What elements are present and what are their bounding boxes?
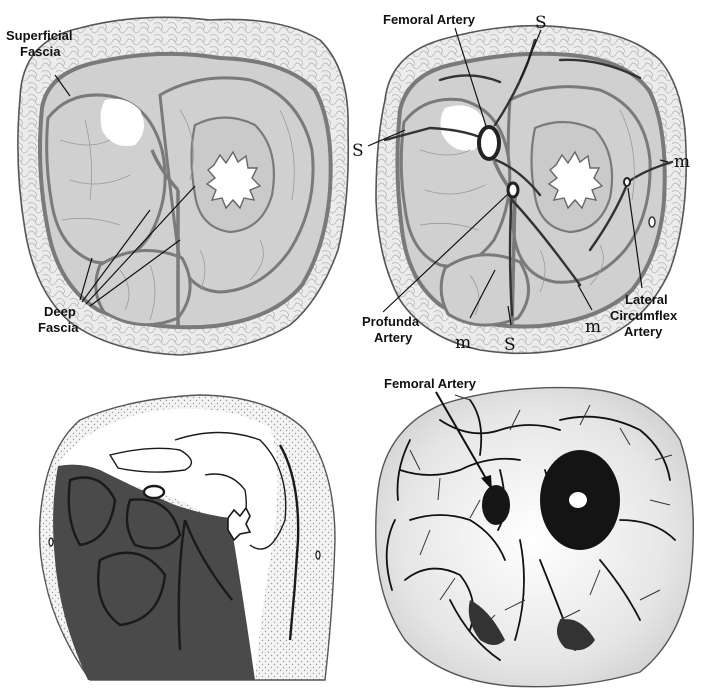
superficial-label-s-left: S: [352, 141, 364, 161]
femur-marrow-highlight: [569, 492, 587, 508]
deep-fascia-label-line2: Fascia: [38, 320, 79, 335]
small-vessel: [649, 217, 655, 227]
lateral-circumflex-label-line3: Artery: [624, 324, 663, 339]
small-vessel-sketch-right: [316, 551, 320, 559]
femoral-artery-vessel: [479, 127, 499, 159]
superficial-label-s-bottom: S: [504, 335, 516, 355]
lateral-circumflex-label-line2: Circumflex: [610, 308, 678, 323]
panel-top-right: Femoral Artery S S m Profunda Artery m S…: [352, 12, 690, 355]
lateral-circumflex-label-line1: Lateral: [625, 292, 668, 307]
panel-bottom-right: Femoral Artery: [376, 376, 694, 687]
lateral-circumflex-artery-vessel: [624, 178, 630, 186]
profunda-artery-label-line2: Artery: [374, 330, 413, 345]
profunda-artery-vessel: [508, 183, 518, 197]
panel-bottom-left: [40, 395, 335, 680]
panel-top-left: Superficial Fascia Deep Fascia: [6, 17, 348, 355]
muscle-label-m-bottom-left: m: [455, 333, 471, 353]
superficial-label-s-top: S: [535, 13, 547, 33]
deep-fascia-label-line1: Deep: [44, 304, 76, 319]
muscle-label-m-right: m: [674, 152, 690, 172]
hamstring-compartment: [96, 250, 190, 324]
arteriogram-outline: [376, 388, 694, 687]
femoral-vessel-sketch: [144, 486, 164, 498]
muscle-label-m-bottom-right: m: [585, 317, 601, 337]
profunda-artery-label-line1: Profunda: [362, 314, 420, 329]
femoral-artery-label-bottom: Femoral Artery: [384, 376, 477, 391]
superficial-fascia-label-line2: Fascia: [20, 44, 61, 59]
femoral-artery-label-top: Femoral Artery: [383, 12, 476, 27]
superficial-fascia-label-line1: Superficial: [6, 28, 72, 43]
femoral-artery-dark-spot: [482, 485, 510, 525]
small-vessel-sketch-left: [49, 538, 53, 546]
